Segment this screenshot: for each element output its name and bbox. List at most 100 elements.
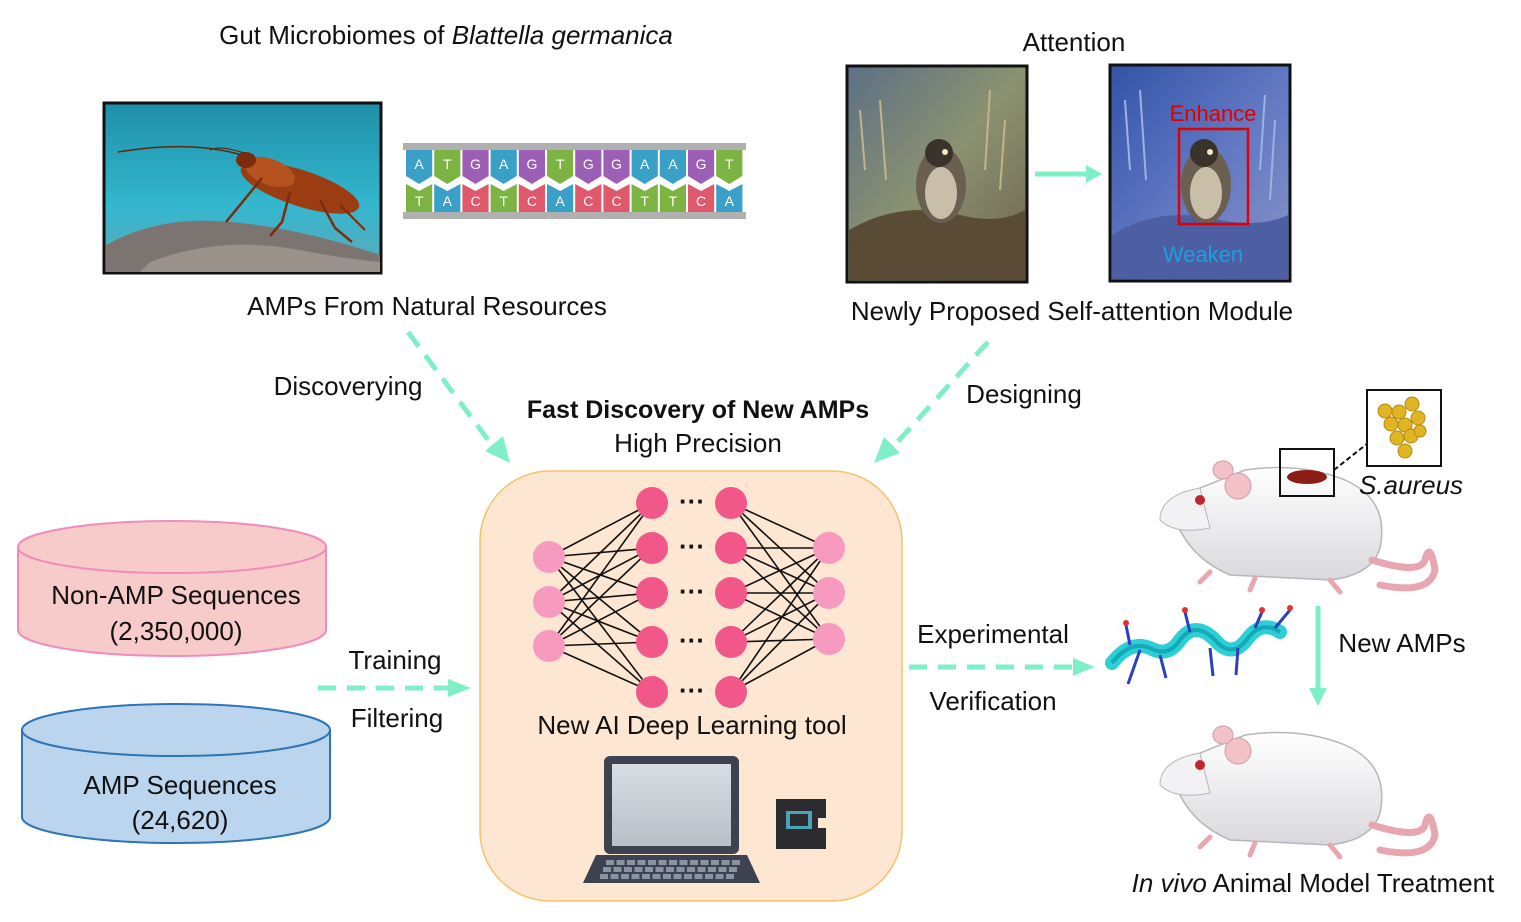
falcon-photo <box>845 64 1029 284</box>
keyboard-key <box>666 867 674 872</box>
keyboard-key <box>708 867 716 872</box>
amp-count: (24,620) <box>131 805 229 835</box>
verification-label: Verification <box>929 686 1057 716</box>
animal-model-caption: In vivo Animal Model Treatment <box>1132 868 1495 899</box>
keyboard-key <box>663 874 671 879</box>
designing-arrow <box>874 340 990 463</box>
dna-base-top <box>659 150 686 184</box>
enhance-label: Enhance <box>1169 101 1257 126</box>
keyboard-key <box>684 874 692 879</box>
s-aureus-icon <box>1366 389 1442 467</box>
dna-base-top <box>518 150 545 184</box>
hidden-node <box>715 626 747 658</box>
dna-base-letter: G <box>611 156 622 172</box>
dna-base-letter: C <box>470 193 480 209</box>
dna-base-bottom <box>603 184 630 212</box>
neural-network-graphic: ··············· <box>533 486 845 708</box>
gpu-chip-icon <box>776 799 826 849</box>
self-attention-caption: Newly Proposed Self-attention Module <box>850 296 1294 326</box>
keyboard-key <box>645 867 653 872</box>
center-subtitle: High Precision <box>614 428 782 458</box>
filtering-label: Filtering <box>350 703 444 733</box>
dna-base-top <box>603 150 630 184</box>
attention-arrow <box>1035 165 1102 183</box>
dna-base-bottom <box>518 184 545 212</box>
hidden-node <box>636 676 668 708</box>
keyboard-key <box>613 867 622 872</box>
keyboard-key <box>669 860 677 865</box>
treated-mouse <box>1159 725 1439 860</box>
keyboard-key <box>655 867 664 872</box>
keyboard-key <box>634 867 643 872</box>
dna-base-letter: T <box>443 156 452 172</box>
discovering-label: Discoverying <box>273 371 423 401</box>
dna-base-letter: C <box>527 193 537 209</box>
keyboard-key <box>715 874 724 879</box>
enhance-box <box>1177 127 1250 226</box>
dna-base-bottom <box>490 184 517 212</box>
keyboard-key <box>637 860 646 865</box>
dna-base-letter: T <box>499 193 508 209</box>
dna-base-bottom <box>631 184 658 212</box>
new-amps-label: New AMPs <box>1338 628 1466 658</box>
keyboard-key <box>676 867 685 872</box>
dna-base-letter: G <box>526 156 537 172</box>
dna-base-bottom <box>434 184 461 212</box>
keyboard-key <box>606 860 614 865</box>
ellipsis-dots: ··· <box>679 675 705 705</box>
weaken-label: Weaken <box>1162 242 1244 267</box>
dna-base-bottom <box>462 184 489 212</box>
keyboard-key <box>621 874 629 879</box>
dna-base-letter: A <box>555 193 565 209</box>
hidden-node <box>636 626 668 658</box>
keyboard-key <box>603 867 611 872</box>
ellipsis-dots: ··· <box>679 625 705 655</box>
keyboard-key <box>679 860 688 865</box>
amp-name: AMP Sequences <box>83 770 277 800</box>
non-amp-database <box>17 520 327 657</box>
hidden-node <box>715 532 747 564</box>
input-node <box>533 586 565 618</box>
dna-base-letter: T <box>556 156 565 172</box>
dna-base-letter: T <box>415 193 424 209</box>
input-node <box>533 630 565 662</box>
keyboard-key <box>642 874 650 879</box>
amp-database <box>21 703 331 844</box>
dna-base-top <box>716 150 743 184</box>
ai-tool-label: New AI Deep Learning tool <box>537 710 847 740</box>
animal-model-text: Animal Model Treatment <box>1206 868 1495 898</box>
dna-base-letter: A <box>640 156 650 172</box>
keyboard-key <box>624 867 632 872</box>
ellipsis-dots: ··· <box>679 576 705 606</box>
output-node <box>813 577 845 609</box>
keyboard-key <box>721 860 730 865</box>
dna-base-bottom <box>406 184 433 212</box>
keyboard-key <box>694 874 703 879</box>
dna-base-letter: G <box>583 156 594 172</box>
ellipsis-dots: ··· <box>679 531 705 561</box>
center-title: Fast Discovery of New AMPs <box>526 396 870 424</box>
hidden-node <box>715 487 747 519</box>
dna-base-bottom <box>547 184 574 212</box>
non-amp-count: (2,350,000) <box>109 616 243 646</box>
dna-base-top <box>490 150 517 184</box>
dna-base-letter: G <box>696 156 707 172</box>
discovering-arrow <box>405 330 510 463</box>
hidden-node <box>715 577 747 609</box>
training-label: Training <box>348 645 442 675</box>
output-node <box>813 532 845 564</box>
keyboard-key <box>610 874 619 879</box>
dna-base-bottom <box>575 184 602 212</box>
keyboard-key <box>631 874 640 879</box>
cockroach-photo <box>102 101 383 275</box>
s-aureus-label: S.aureus <box>1358 470 1464 500</box>
keyboard-key <box>687 867 695 872</box>
dna-base-letter: A <box>725 193 735 209</box>
keyboard-key <box>726 874 734 879</box>
keyboard-key <box>658 860 667 865</box>
dna-base-bottom <box>659 184 686 212</box>
designing-label: Designing <box>966 379 1082 409</box>
infected-mouse <box>1159 442 1439 595</box>
keyboard-key <box>732 860 740 865</box>
